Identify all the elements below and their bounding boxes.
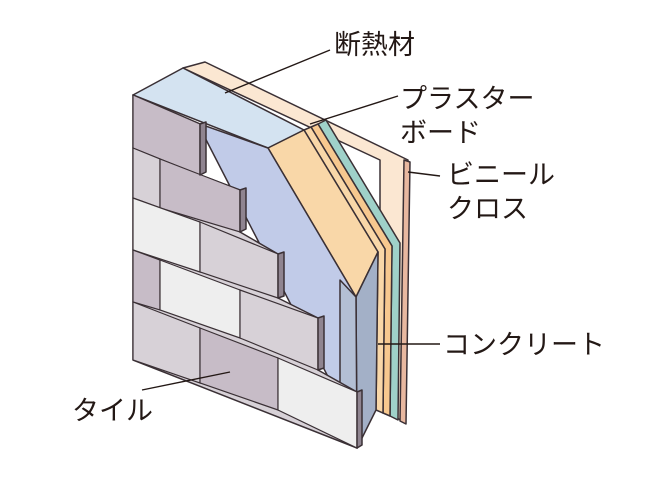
label-plasterboard-line2: ボード	[400, 118, 481, 149]
leader-tile	[141, 371, 231, 391]
label-plasterboard-line1: プラスター	[400, 84, 534, 115]
tile-edge	[199, 121, 207, 176]
label-vinyl-cloth-line2: クロス	[447, 194, 528, 225]
leader-vinyl-cloth	[407, 171, 441, 177]
tile-edge	[239, 187, 247, 233]
leader-plasterboard	[309, 95, 399, 125]
tile-edge	[277, 251, 285, 299]
vinyl-cloth-edge	[399, 159, 411, 425]
tile-edge	[356, 389, 363, 449]
label-concrete: コンクリート	[443, 330, 605, 361]
label-insulation: 断熱材	[334, 30, 415, 61]
label-tile: タイル	[72, 396, 153, 427]
leader-insulation	[224, 49, 331, 94]
tile	[132, 249, 161, 311]
label-vinyl-cloth-line1: ビニール	[447, 160, 555, 191]
tile-edge	[317, 315, 325, 371]
